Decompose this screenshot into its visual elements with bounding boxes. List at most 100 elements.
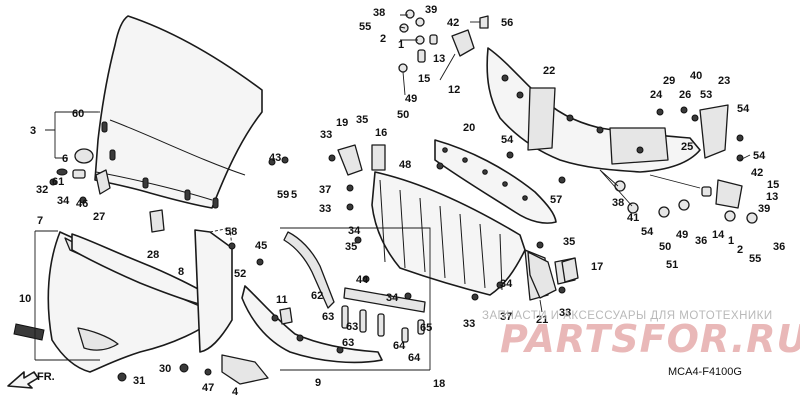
right-side-small-parts <box>527 106 758 299</box>
callout-14: 14 <box>712 229 725 241</box>
callout-38: 38 <box>373 7 385 19</box>
callout-12: 12 <box>448 84 460 96</box>
callout-54d: 54 <box>501 134 514 146</box>
meter-visor <box>434 139 557 224</box>
callout-49b: 49 <box>676 229 688 241</box>
callout-34c: 34 <box>500 278 513 290</box>
front-frame-assembly <box>486 47 729 173</box>
callout-42: 42 <box>447 17 459 29</box>
callout-33: 33 <box>320 129 332 141</box>
callout-55: 55 <box>359 21 371 33</box>
callout-63: 63 <box>322 311 334 323</box>
callout-33b: 33 <box>319 203 331 215</box>
callout-65: 65 <box>420 322 432 334</box>
callout-17: 17 <box>591 261 603 273</box>
callout-34b: 34 <box>386 292 399 304</box>
callout-36: 36 <box>695 235 707 247</box>
callout-16: 16 <box>375 127 387 139</box>
callout-32: 32 <box>36 184 48 196</box>
callout-44: 44 <box>356 274 369 286</box>
callout-31: 31 <box>133 375 145 387</box>
diagram-code: MCA4-F4100G <box>668 366 742 378</box>
callout-37: 37 <box>319 184 331 196</box>
callout-56: 56 <box>501 17 513 29</box>
callout-35b: 35 <box>345 241 357 253</box>
callout-25: 25 <box>681 141 693 153</box>
callout-59: 59 <box>277 189 289 201</box>
callout-11: 11 <box>276 294 288 306</box>
callout-61: 61 <box>52 176 64 188</box>
callout-5: 5 <box>291 189 297 201</box>
callout-26: 26 <box>679 89 691 101</box>
inner-frame <box>241 285 383 364</box>
trim-strips <box>283 231 426 343</box>
brackets <box>337 144 386 176</box>
callout-47: 47 <box>202 382 214 394</box>
callouts: 38 39 42 56 55 2 1 13 15 12 49 50 22 29 … <box>19 4 785 398</box>
callout-34: 34 <box>348 225 361 237</box>
callout-63b: 63 <box>346 321 358 333</box>
callout-6: 6 <box>62 153 68 165</box>
callout-49: 49 <box>405 93 417 105</box>
callout-35: 35 <box>356 114 368 126</box>
callout-7: 7 <box>37 215 43 227</box>
callout-46: 46 <box>76 198 88 210</box>
watermark: ЗАПЧАСТИ И АКСЕССУАРЫ ДЛЯ МОТОТЕХНИКИ PA… <box>482 310 800 361</box>
callout-58: 58 <box>225 226 237 238</box>
callout-48: 48 <box>399 159 411 171</box>
callout-35c: 35 <box>563 236 575 248</box>
callout-41: 41 <box>627 212 639 224</box>
callout-43: 43 <box>269 152 281 164</box>
callout-27: 27 <box>93 211 105 223</box>
callout-54: 54 <box>737 103 750 115</box>
callout-20: 20 <box>463 122 475 134</box>
callout-9: 9 <box>315 377 321 389</box>
callout-36b: 36 <box>773 241 785 253</box>
watermark-caption: ЗАПЧАСТИ И АКСЕССУАРЫ ДЛЯ МОТОТЕХНИКИ <box>482 310 773 322</box>
callout-19: 19 <box>336 117 348 129</box>
callout-57: 57 <box>550 194 562 206</box>
callout-28: 28 <box>147 249 159 261</box>
callout-39: 39 <box>425 4 437 16</box>
callout-50b: 50 <box>659 241 671 253</box>
callout-2: 2 <box>380 33 386 45</box>
front-label: FR. <box>37 371 55 383</box>
part-4-bracket <box>221 354 269 385</box>
callout-8: 8 <box>178 266 184 278</box>
watermark-brand: PARTSFOR.RU <box>500 317 800 361</box>
callout-38b: 38 <box>612 197 624 209</box>
front-arrow: FR. <box>7 371 55 389</box>
callout-33c: 33 <box>463 318 475 330</box>
callout-18: 18 <box>433 378 445 390</box>
callout-1b: 1 <box>728 235 734 247</box>
callout-15: 15 <box>418 73 430 85</box>
callout-10: 10 <box>19 293 31 305</box>
callout-34d: 34 <box>57 195 70 207</box>
screws <box>117 151 566 382</box>
inner-panel <box>71 229 233 353</box>
callout-21: 21 <box>536 314 548 326</box>
callout-1: 1 <box>398 39 404 51</box>
callout-64b: 64 <box>408 352 421 364</box>
callout-54c: 54 <box>641 226 654 238</box>
callout-23: 23 <box>718 75 730 87</box>
callout-50: 50 <box>397 109 409 121</box>
callout-54b: 54 <box>753 150 766 162</box>
callout-13b: 13 <box>766 191 778 203</box>
callout-24: 24 <box>650 89 663 101</box>
screen-fasteners <box>49 148 165 233</box>
callout-37b: 37 <box>500 311 512 323</box>
callout-2b: 2 <box>737 244 743 256</box>
callout-40: 40 <box>690 70 702 82</box>
callout-13: 13 <box>433 53 445 65</box>
leader-lines <box>399 14 751 313</box>
callout-42b: 42 <box>751 167 763 179</box>
callout-4: 4 <box>232 386 239 398</box>
callout-64: 64 <box>393 340 406 352</box>
windscreen <box>94 15 263 209</box>
top-small-parts <box>398 9 489 73</box>
callout-33d: 33 <box>559 307 571 319</box>
callout-45: 45 <box>255 240 267 252</box>
